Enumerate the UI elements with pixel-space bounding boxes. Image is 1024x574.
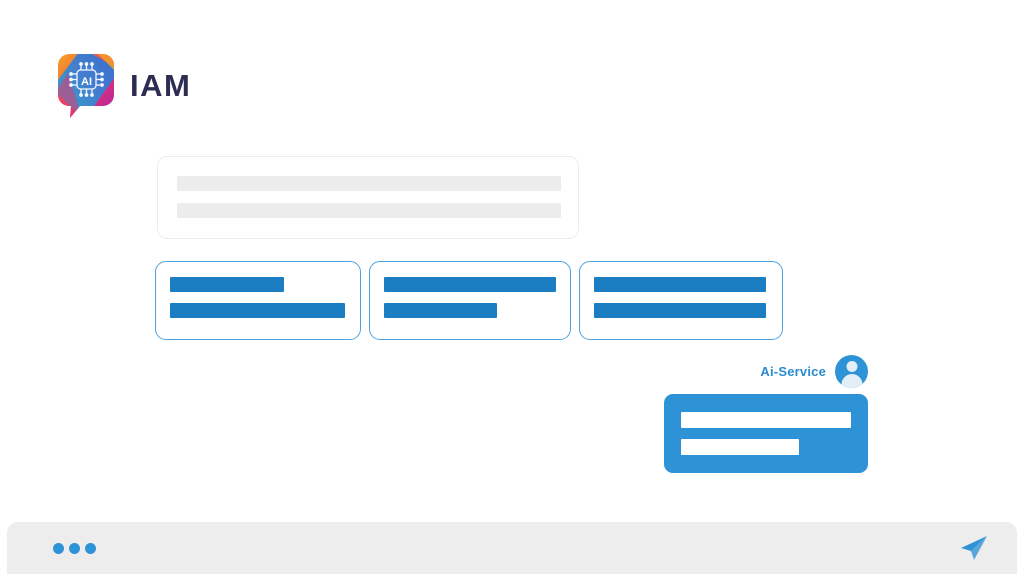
composer-bar <box>7 522 1017 574</box>
skeleton-line <box>594 303 766 318</box>
skeleton-line <box>170 303 345 318</box>
suggestion-card-2[interactable] <box>369 261 571 340</box>
skeleton-line <box>384 303 497 318</box>
suggestion-card-row <box>155 261 783 340</box>
send-icon <box>961 536 987 560</box>
svg-text:AI: AI <box>81 76 92 88</box>
typing-dot <box>85 542 96 554</box>
typing-dot <box>53 542 64 554</box>
typing-dot <box>69 542 80 554</box>
skeleton-line <box>594 277 766 292</box>
ai-chip-chat-bubble-icon: AI <box>58 54 114 118</box>
skeleton-line <box>681 412 851 428</box>
skeleton-line <box>681 439 799 455</box>
assistant-skeleton-card <box>157 156 579 239</box>
outgoing-message-bubble <box>664 394 868 473</box>
message-sender: Ai-Service <box>760 355 868 388</box>
suggestion-card-3[interactable] <box>579 261 783 340</box>
sender-name-label: Ai-Service <box>760 364 826 379</box>
page-title: IAM <box>130 67 192 103</box>
typing-indicator <box>53 542 96 554</box>
skeleton-line <box>384 277 556 292</box>
brand-header: AI IAM <box>58 54 191 118</box>
skeleton-line <box>170 277 284 292</box>
skeleton-line <box>177 176 561 191</box>
avatar-head <box>846 361 857 372</box>
skeleton-line <box>177 203 561 218</box>
avatar-body <box>841 374 862 388</box>
user-avatar-icon <box>835 355 868 388</box>
send-button[interactable] <box>959 534 989 562</box>
suggestion-card-1[interactable] <box>155 261 361 340</box>
